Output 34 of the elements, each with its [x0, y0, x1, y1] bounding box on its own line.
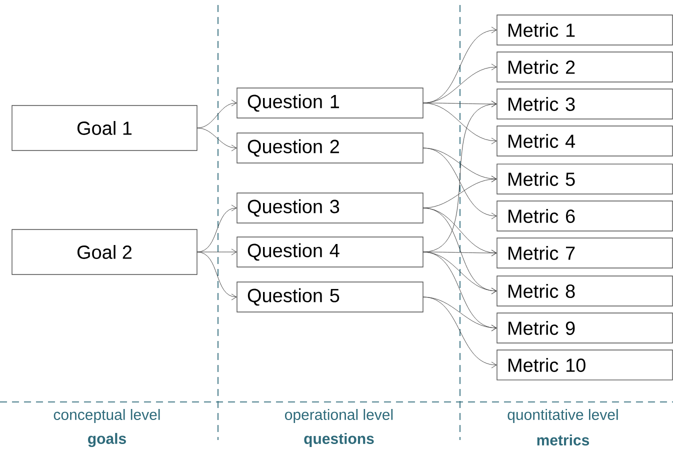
- level-label: conceptual level: [54, 409, 160, 423]
- arrow: [422, 252, 497, 294]
- metric-box: Metric 3: [496, 88, 673, 120]
- arrow: [196, 100, 237, 128]
- arrow: [422, 250, 497, 256]
- question-box: Question 4: [236, 236, 424, 268]
- metric-box: Metric 2: [496, 52, 673, 82]
- metric-box: Metric 9: [496, 312, 673, 344]
- arrow: [422, 100, 497, 108]
- question-box: Question 3: [236, 192, 424, 224]
- level-name: goals: [88, 432, 126, 448]
- metric-box: Metric 6: [496, 200, 673, 232]
- question-box: Question 2: [236, 132, 424, 164]
- metric-box: Metric 8: [496, 276, 673, 306]
- level-name: questions: [304, 433, 374, 447]
- arrow: [196, 128, 237, 152]
- metric-box: Metric 10: [496, 350, 673, 380]
- arrow: [196, 248, 237, 256]
- goal-box: Goal 1: [12, 105, 198, 151]
- arrow: [422, 102, 497, 144]
- goal-box: Goal 2: [12, 229, 198, 275]
- level-name: metrics: [537, 434, 590, 446]
- arrow: [422, 176, 497, 208]
- metric-box: Metric 5: [496, 164, 673, 194]
- metric-box: Metric 4: [496, 126, 673, 156]
- level-label: quontitative level: [508, 409, 618, 423]
- level-label: operational level: [285, 409, 393, 423]
- arrow: [422, 148, 497, 220]
- metric-box: Metric 7: [496, 238, 673, 268]
- metric-box: Metric 1: [496, 14, 673, 46]
- question-box: Question 5: [236, 282, 424, 312]
- question-box: Question 1: [236, 88, 424, 118]
- arrow: [422, 296, 497, 368]
- arrow: [196, 252, 237, 300]
